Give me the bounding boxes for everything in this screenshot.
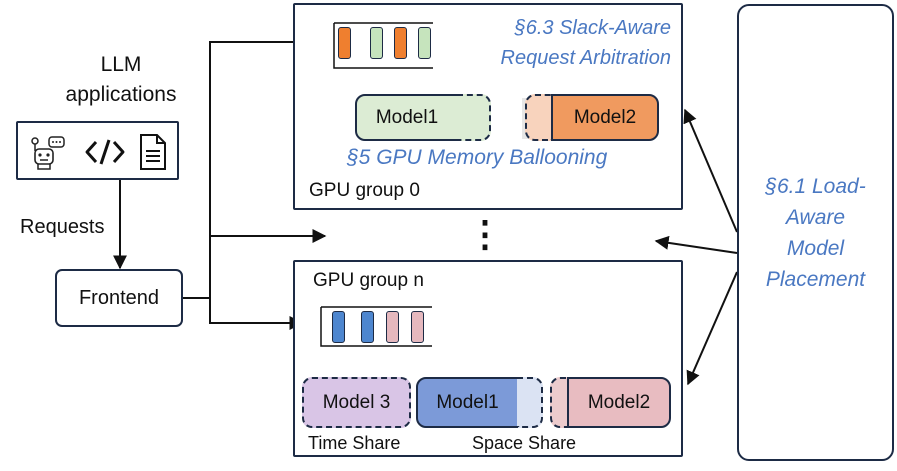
gpu-group-n-label: GPU group n — [313, 270, 424, 291]
model3-label: Model 3 — [322, 391, 391, 413]
queue-item — [418, 27, 431, 59]
request-queue-n — [320, 306, 432, 347]
queue-item — [394, 27, 407, 59]
apps-title-line1: LLM — [100, 53, 142, 76]
arbitration-line2: Request Arbitration — [500, 47, 671, 69]
request-queue-0 — [333, 22, 433, 69]
placement-line2: Aware — [785, 205, 846, 229]
queue-item — [386, 311, 399, 343]
model2-group0: Model2 — [551, 94, 659, 141]
apps-title: LLM applications — [0, 50, 242, 110]
model1-balloon-region-n — [517, 377, 543, 428]
model1-group0: Model1 — [355, 94, 459, 141]
queue-item — [332, 311, 345, 343]
model2-group-n: Model2 — [567, 377, 671, 428]
queue-item — [338, 27, 351, 59]
space-share-label: Space Share — [472, 433, 577, 453]
frontend-label: Frontend — [78, 286, 160, 309]
model1-label: Model1 — [375, 106, 439, 128]
model1-group-n: Model1 — [416, 377, 519, 428]
time-share-label: Time Share — [308, 433, 401, 453]
model2-balloon-region-n — [550, 377, 570, 428]
model1-n-label: Model1 — [436, 391, 499, 413]
ballooning-label: §5 GPU Memory Ballooning — [347, 146, 608, 169]
arbitration-line1: §6.3 Slack-Aware — [514, 17, 671, 39]
gpu-group-0-label: GPU group 0 — [309, 180, 420, 201]
apps-box — [16, 121, 179, 180]
group-ellipsis: ⋮ — [467, 213, 503, 254]
placement-label: §6.1 Load- Aware Model Placement — [765, 171, 865, 295]
arbitration-label: §6.3 Slack-Aware Request Arbitration — [501, 13, 671, 73]
queue-item — [361, 311, 374, 343]
placement-line1: §6.1 Load- — [765, 174, 866, 198]
gpu-group-n: GPU group n Model 3 Model1 Model2 Time S… — [293, 260, 683, 457]
model2-balloon-region — [525, 94, 553, 141]
requests-label: Requests — [20, 216, 105, 238]
model2-n-label: Model2 — [587, 391, 651, 413]
model2-label: Model2 — [573, 106, 637, 128]
placement-line3: Model — [786, 236, 845, 260]
placement-box: §6.1 Load- Aware Model Placement — [737, 4, 894, 461]
apps-title-line2: applications — [65, 83, 177, 106]
frontend-box: Frontend — [55, 269, 183, 327]
model3-group-n: Model 3 — [302, 377, 411, 428]
robot-icon — [31, 136, 65, 170]
queue-item — [370, 27, 383, 59]
document-icon — [140, 134, 166, 170]
model1-balloon-region — [457, 94, 491, 141]
gpu-group-0: §6.3 Slack-Aware Request Arbitration Mod… — [293, 3, 683, 210]
code-icon — [85, 139, 125, 165]
placement-line4: Placement — [765, 267, 866, 291]
queue-item — [411, 311, 424, 343]
